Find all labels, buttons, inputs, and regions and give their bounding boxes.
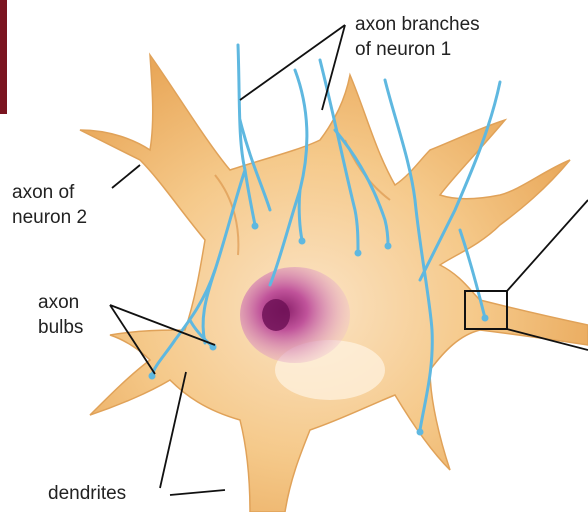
label-line: neuron 2 [12, 205, 87, 230]
label-line: bulbs [38, 315, 83, 340]
label-line: axon [38, 290, 83, 315]
label-line: axon of [12, 180, 87, 205]
label-axon-branches-neuron-1: axon branches of neuron 1 [355, 12, 480, 62]
label-line: axon branches [355, 12, 480, 37]
label-line: of neuron 1 [355, 37, 480, 62]
nucleus [240, 267, 350, 363]
label-dendrites: dendrites [48, 481, 126, 506]
label-axon-bulbs: axon bulbs [38, 290, 83, 340]
label-axon-of-neuron-2: axon of neuron 2 [12, 180, 87, 230]
nucleolus [262, 299, 290, 331]
